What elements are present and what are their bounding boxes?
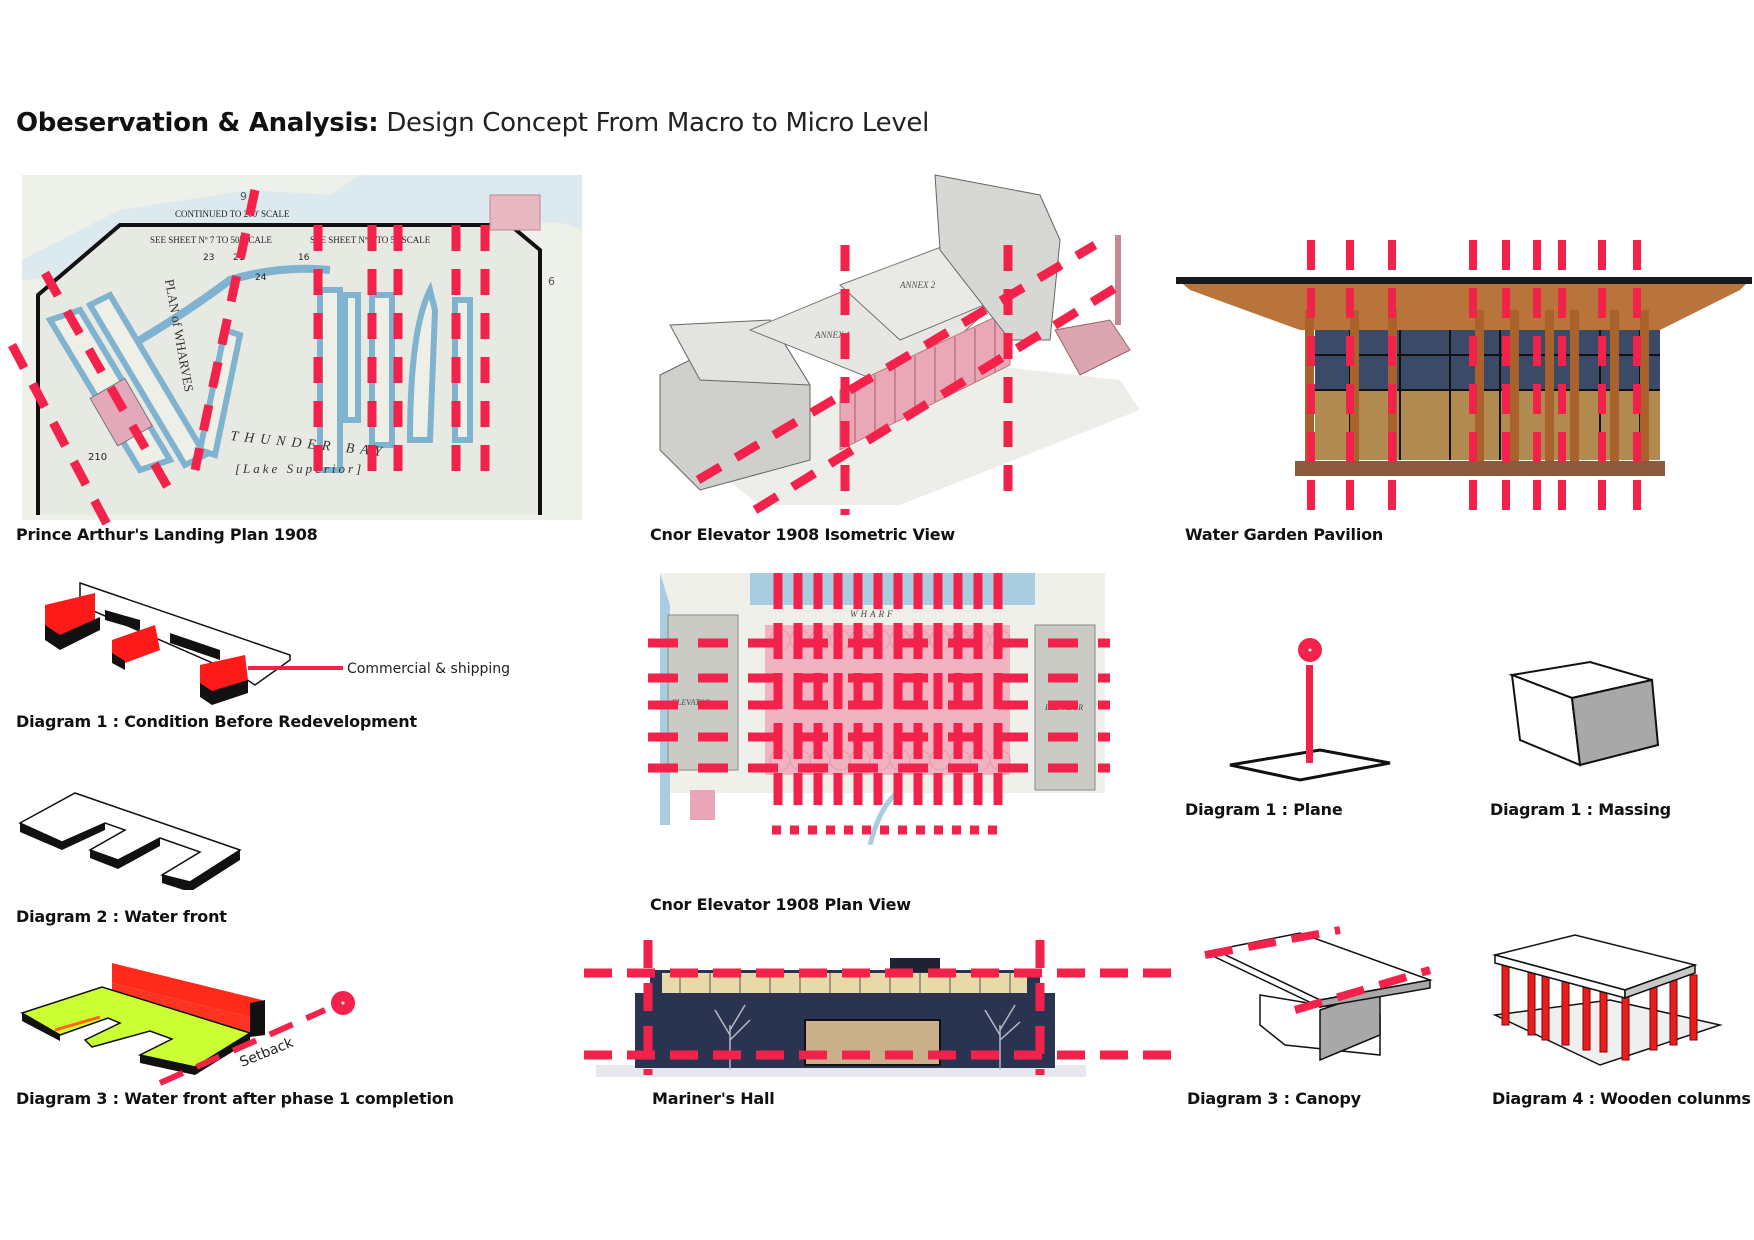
map-label-23: 23 — [203, 253, 214, 263]
mariners-hall-panel — [580, 930, 1180, 1080]
map-label-lake-superior: [Lake Superior] — [235, 461, 364, 476]
plan-overlay-grid — [648, 573, 1110, 835]
map-label-9: 9 — [240, 190, 247, 203]
massing-panel — [1500, 660, 1700, 795]
elevator-plan: WHARF ELEVATOR ELEVATOR — [648, 573, 1110, 845]
page-title: Obeservation & Analysis: Design Concept … — [16, 108, 929, 138]
map-label-24: 24 — [255, 273, 267, 283]
mariners-overlay-lines — [584, 940, 1180, 1075]
diagram3-waterfront-phase1: Setback — [20, 963, 355, 1086]
diagram-wooden-columns — [1492, 934, 1723, 1066]
map-label-16: 16 — [298, 253, 310, 263]
map-label-sheet7: SEE SHEET Nº 7 TO 50' SCALE — [150, 235, 272, 245]
pavilion-panel — [1170, 225, 1754, 525]
columns-panel — [1490, 925, 1730, 1075]
landing-plan-map: CONTINUED TO 200' SCALE SEE SHEET Nº 7 T… — [8, 175, 582, 530]
map-panel: CONTINUED TO 200' SCALE SEE SHEET Nº 7 T… — [0, 170, 600, 530]
caption-canopy: Diagram 3 : Canopy — [1187, 1089, 1361, 1108]
diagram-plane — [1229, 638, 1391, 782]
canopy-panel — [1190, 925, 1460, 1075]
map-overlay-lines — [8, 189, 490, 530]
callout-commercial-shipping: Commercial & shipping — [347, 661, 510, 677]
caption-plan-view: Cnor Elevator 1908 Plan View — [650, 895, 911, 914]
canopy-overlay-lines — [1204, 926, 1432, 1014]
caption-wooden-columns: Diagram 4 : Wooden colunms — [1492, 1089, 1751, 1108]
diagram-canopy — [1204, 926, 1433, 1062]
isometric-panel: ANNEX 1 ANNEX 2 — [640, 160, 1160, 520]
title-subtitle: Design Concept From Macro to Micro Level — [378, 108, 930, 138]
diagram-massing-cube — [1508, 660, 1660, 767]
map-label-6: 6 — [548, 275, 555, 288]
caption-plane: Diagram 1 : Plane — [1185, 800, 1343, 819]
diagram2-waterfront — [18, 792, 242, 890]
setback-line — [158, 1007, 327, 1086]
elevator-isometric: ANNEX 1 ANNEX 2 — [659, 174, 1140, 515]
caption-diagram2: Diagram 2 : Water front — [16, 907, 227, 926]
label-elevator-left: ELEVATOR — [671, 698, 710, 707]
caption-diagram3: Diagram 3 : Water front after phase 1 co… — [16, 1089, 454, 1108]
diagram1-panel: Commercial & shipping — [0, 575, 560, 710]
label-annex-2: ANNEX 2 — [899, 280, 936, 290]
diagram3-panel: Setback — [0, 955, 380, 1090]
caption-diagram1: Diagram 1 : Condition Before Redevelopme… — [16, 712, 417, 731]
map-label-continued: CONTINUED TO 200' SCALE — [175, 209, 290, 219]
title-bold: Obeservation & Analysis: — [16, 108, 379, 138]
plane-panel — [1210, 625, 1410, 795]
caption-pavilion: Water Garden Pavilion — [1185, 525, 1384, 544]
diagram2-panel — [0, 780, 300, 890]
mariners-hall-photo — [584, 940, 1180, 1077]
isometric-overlay-lines — [695, 241, 1123, 515]
caption-landing-plan: Prince Arthur's Landing Plan 1908 — [16, 525, 318, 544]
label-annex-1: ANNEX 1 — [814, 330, 850, 340]
plan-panel: WHARF ELEVATOR ELEVATOR — [640, 565, 1120, 845]
map-label-210: 210 — [88, 452, 107, 463]
water-garden-pavilion — [1176, 240, 1752, 515]
caption-isometric: Cnor Elevator 1908 Isometric View — [650, 525, 955, 544]
diagram1-massing: Commercial & shipping — [45, 581, 510, 705]
caption-mariners-hall: Mariner's Hall — [652, 1089, 775, 1108]
label-wharf: WHARF — [850, 609, 896, 619]
caption-massing: Diagram 1 : Massing — [1490, 800, 1671, 819]
